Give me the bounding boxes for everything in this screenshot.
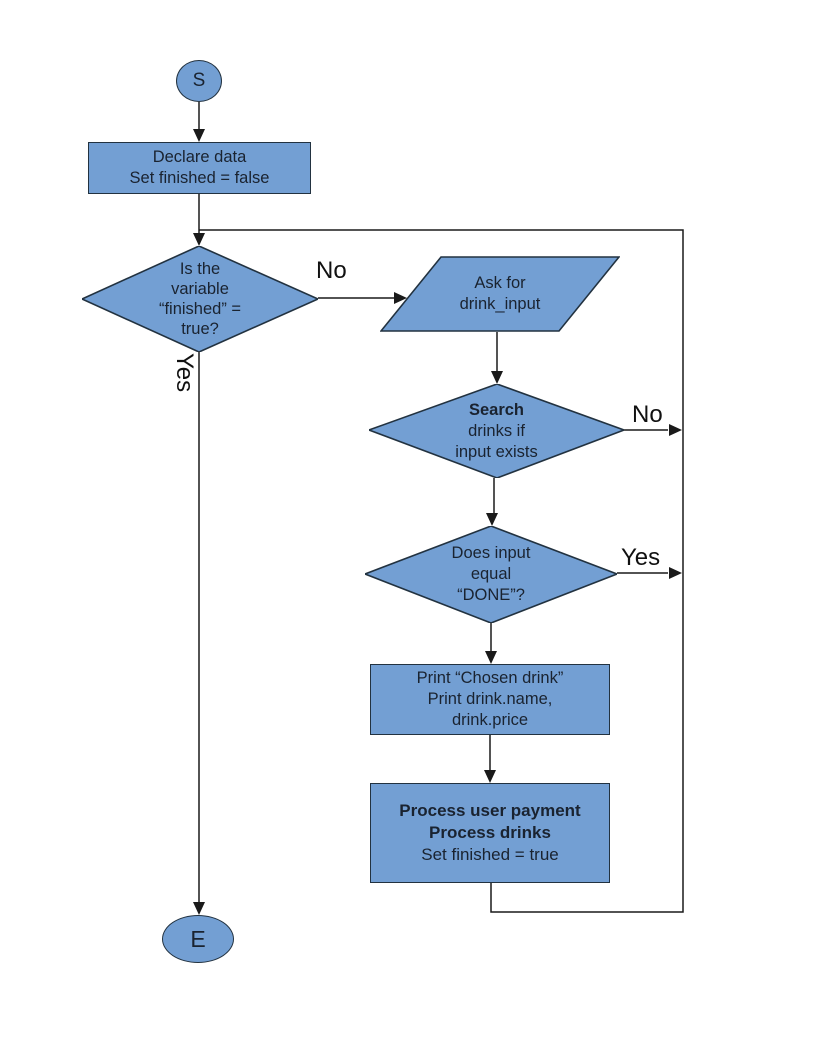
node-text-line: Is the <box>179 260 221 278</box>
end-node-label: E <box>190 925 206 952</box>
print-drink-process: Print “Chosen drink” Print drink.name, d… <box>370 664 610 735</box>
diamond-shape <box>369 384 624 478</box>
node-text-line: input exists <box>455 442 538 461</box>
edge-loopback <box>199 229 684 913</box>
arrowhead <box>669 567 682 579</box>
arrowhead <box>484 770 496 783</box>
node-text-line: true? <box>181 320 219 338</box>
process-payment-process: Process user payment Process drinks Set … <box>370 783 610 883</box>
node-text-line: drink.price <box>451 711 529 729</box>
node-text-line: Print “Chosen drink” <box>416 669 564 687</box>
node-text-line: Declare data <box>152 148 247 166</box>
edge-label-no-finished: No <box>316 257 347 284</box>
node-text-line: Does input <box>451 544 531 562</box>
arrowhead <box>193 129 205 142</box>
node-text: Is the variable “finished” = true? <box>82 259 318 339</box>
node-text-line: Set finished = false <box>129 169 270 187</box>
edge-paths <box>198 102 684 913</box>
node-text: Does input equal “DONE”? <box>365 543 617 606</box>
arrowhead <box>485 651 497 664</box>
node-text-line: Print drink.name, <box>427 690 553 708</box>
edge-label-no-search: No <box>632 401 663 428</box>
node-text-line: drinks if <box>468 421 525 440</box>
arrowhead <box>491 371 503 384</box>
node-text-line: “finished” = <box>158 300 242 318</box>
start-node: S <box>176 60 222 102</box>
search-drinks-decision: Search drinks if input exists <box>369 384 624 478</box>
edge-arrowheads <box>193 129 682 915</box>
node-text-line: Set finished = true <box>421 845 559 864</box>
node-text: Search drinks if input exists <box>369 400 624 463</box>
node-text-line: Process user payment <box>399 801 581 820</box>
node-text-line: drink_input <box>459 295 541 313</box>
arrowhead <box>486 513 498 526</box>
node-text-line: Process drinks <box>429 823 551 842</box>
ask-input-io: Ask for drink_input <box>380 256 620 332</box>
node-text-line: variable <box>171 280 229 298</box>
node-text-line: Search <box>468 400 525 419</box>
node-text-line: “DONE”? <box>457 586 525 604</box>
check-done-decision: Does input equal “DONE”? <box>365 526 617 623</box>
check-finished-decision: Is the variable “finished” = true? <box>82 246 318 352</box>
edge-label-yes-done: Yes <box>621 544 661 571</box>
parallelogram-shape <box>380 256 620 332</box>
arrowhead <box>193 233 205 246</box>
diamond-shape <box>365 526 617 623</box>
start-node-label: S <box>192 70 206 91</box>
arrowhead <box>669 424 682 436</box>
edge-label-yes-finished: Yes <box>171 353 198 393</box>
end-node: E <box>162 915 234 963</box>
node-text-line: Ask for <box>474 274 526 292</box>
arrowhead <box>193 902 205 915</box>
node-text-line: equal <box>470 565 512 583</box>
declare-data-process: Declare data Set finished = false <box>88 142 311 194</box>
arrowhead <box>394 292 407 304</box>
diamond-shape <box>82 246 318 352</box>
node-text: Ask for drink_input <box>380 273 620 315</box>
